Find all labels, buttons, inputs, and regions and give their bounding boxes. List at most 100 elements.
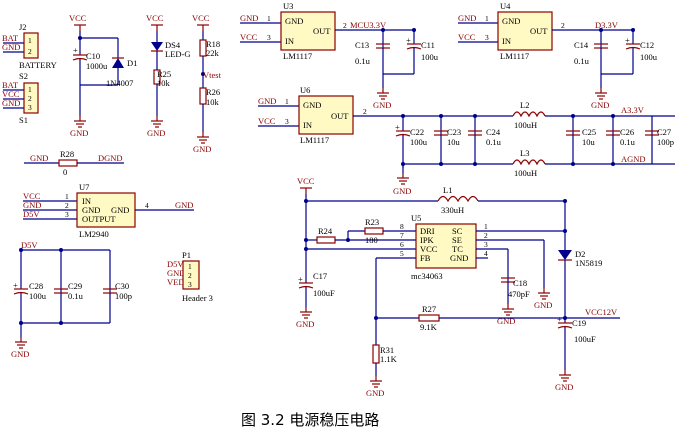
svg-text:D1: D1 <box>127 58 137 68</box>
svg-text:10u: 10u <box>582 137 596 147</box>
svg-text:2: 2 <box>363 107 367 116</box>
svg-text:5: 5 <box>400 249 404 258</box>
svg-text:GND: GND <box>285 16 303 26</box>
svg-text:1N4007: 1N4007 <box>106 78 133 88</box>
svg-text:100uH: 100uH <box>514 120 537 130</box>
svg-text:SC: SC <box>452 226 463 236</box>
svg-text:VCC: VCC <box>420 244 438 254</box>
s2-ref: S2 <box>19 71 28 81</box>
svg-text:D5V: D5V <box>167 259 184 269</box>
svg-text:FB: FB <box>420 253 431 263</box>
j2-ref: J2 <box>19 22 27 32</box>
svg-text:C28: C28 <box>29 281 43 291</box>
net-label-bat: BAT <box>2 33 19 43</box>
svg-text:GND: GND <box>111 205 129 215</box>
svg-text:VCC: VCC <box>297 176 315 186</box>
s1-switch[interactable] <box>23 82 39 114</box>
svg-text:R18: R18 <box>206 39 220 49</box>
svg-text:GND: GND <box>11 349 29 359</box>
svg-text:P1: P1 <box>182 250 191 260</box>
svg-text:+: + <box>625 35 630 45</box>
svg-text:L3: L3 <box>520 148 529 158</box>
svg-text:DS4: DS4 <box>165 40 181 50</box>
svg-text:DRI: DRI <box>420 226 435 236</box>
ds4-led[interactable] <box>151 42 163 51</box>
svg-text:LM1117: LM1117 <box>300 135 329 145</box>
svg-text:3: 3 <box>285 117 289 126</box>
r28-resistor[interactable] <box>58 159 78 167</box>
svg-text:GND: GND <box>555 382 573 392</box>
p1-header[interactable] <box>182 260 200 290</box>
svg-text:2: 2 <box>484 231 488 240</box>
svg-text:100p: 100p <box>657 137 674 147</box>
svg-text:+: + <box>73 45 78 55</box>
svg-text:2: 2 <box>188 271 192 280</box>
svg-text:180: 180 <box>365 235 378 245</box>
svg-text:0.1u: 0.1u <box>68 291 84 301</box>
svg-text:TC: TC <box>452 244 463 254</box>
svg-text:GND: GND <box>296 319 314 329</box>
u7-lm2940[interactable] <box>76 192 136 228</box>
r23-resistor[interactable] <box>364 227 384 235</box>
svg-text:GND: GND <box>240 13 258 23</box>
svg-text:D3.3V: D3.3V <box>595 20 619 30</box>
svg-text:0.1u: 0.1u <box>486 137 502 147</box>
svg-text:GND: GND <box>167 268 185 278</box>
svg-text:DGND: DGND <box>98 153 123 163</box>
svg-text:GND: GND <box>147 128 165 138</box>
svg-text:1: 1 <box>188 262 192 271</box>
svg-text:LM1117: LM1117 <box>500 51 529 61</box>
svg-text:IN: IN <box>285 36 294 46</box>
boost-converter: VCC L1 330uH R24 R23 180 8 7 6 5 U5 DRI … <box>296 176 620 398</box>
svg-text:MCU3.3V: MCU3.3V <box>350 20 387 30</box>
l2-inductor[interactable] <box>512 111 546 118</box>
d2-diode[interactable] <box>558 250 572 260</box>
svg-text:100uF: 100uF <box>574 334 596 344</box>
svg-text:GND: GND <box>70 128 88 138</box>
svg-text:L2: L2 <box>520 100 529 110</box>
svg-text:100u: 100u <box>640 52 658 62</box>
net-label-vcc: VCC <box>2 89 20 99</box>
r31-resistor[interactable] <box>372 344 380 364</box>
svg-text:D5V: D5V <box>23 209 40 219</box>
svg-text:C17: C17 <box>313 271 327 281</box>
u4-lm1117[interactable] <box>497 11 553 51</box>
svg-text:0.1u: 0.1u <box>620 137 636 147</box>
d1-diode[interactable] <box>112 58 124 68</box>
svg-text:R31: R31 <box>380 345 394 355</box>
net-label-gnd-2: GND <box>2 98 20 108</box>
svg-text:GND: GND <box>175 200 193 210</box>
svg-text:IN: IN <box>303 120 312 130</box>
battery-section: BAT GND J2 1 2 BATTERY S2 BAT VCC GND 1 … <box>2 22 57 125</box>
r24-resistor[interactable] <box>316 236 336 244</box>
svg-text:4: 4 <box>145 201 149 210</box>
svg-text:1: 1 <box>28 85 32 94</box>
svg-text:Header 3: Header 3 <box>182 293 213 303</box>
svg-text:VCC: VCC <box>240 32 258 42</box>
svg-text:U7: U7 <box>79 182 89 192</box>
svg-text:LM2940: LM2940 <box>79 229 109 239</box>
svg-text:C30: C30 <box>115 281 129 291</box>
svg-text:OUT: OUT <box>313 26 331 36</box>
svg-text:100u: 100u <box>410 137 428 147</box>
svg-text:R24: R24 <box>318 226 333 236</box>
svg-text:GND: GND <box>497 316 515 326</box>
svg-text:100uF: 100uF <box>313 288 335 298</box>
svg-text:GND: GND <box>502 16 520 26</box>
svg-text:3: 3 <box>484 240 488 249</box>
j2-connector[interactable] <box>23 32 39 59</box>
svg-text:3: 3 <box>267 33 271 42</box>
svg-text:C23: C23 <box>447 127 461 137</box>
l1-inductor[interactable] <box>437 195 479 203</box>
u3-lm1117[interactable] <box>280 11 336 51</box>
svg-text:D5V: D5V <box>21 240 38 250</box>
svg-text:L1: L1 <box>443 185 452 195</box>
p1-header-block: P1 D5V GND VED 1 2 3 Header 3 <box>167 250 213 303</box>
r27-resistor[interactable] <box>418 314 440 322</box>
svg-text:C14: C14 <box>574 40 589 50</box>
svg-text:R28: R28 <box>60 149 74 159</box>
u6-lm1117[interactable] <box>298 95 354 135</box>
u5-mc34063[interactable] <box>415 223 477 269</box>
l3-inductor[interactable] <box>512 159 546 166</box>
